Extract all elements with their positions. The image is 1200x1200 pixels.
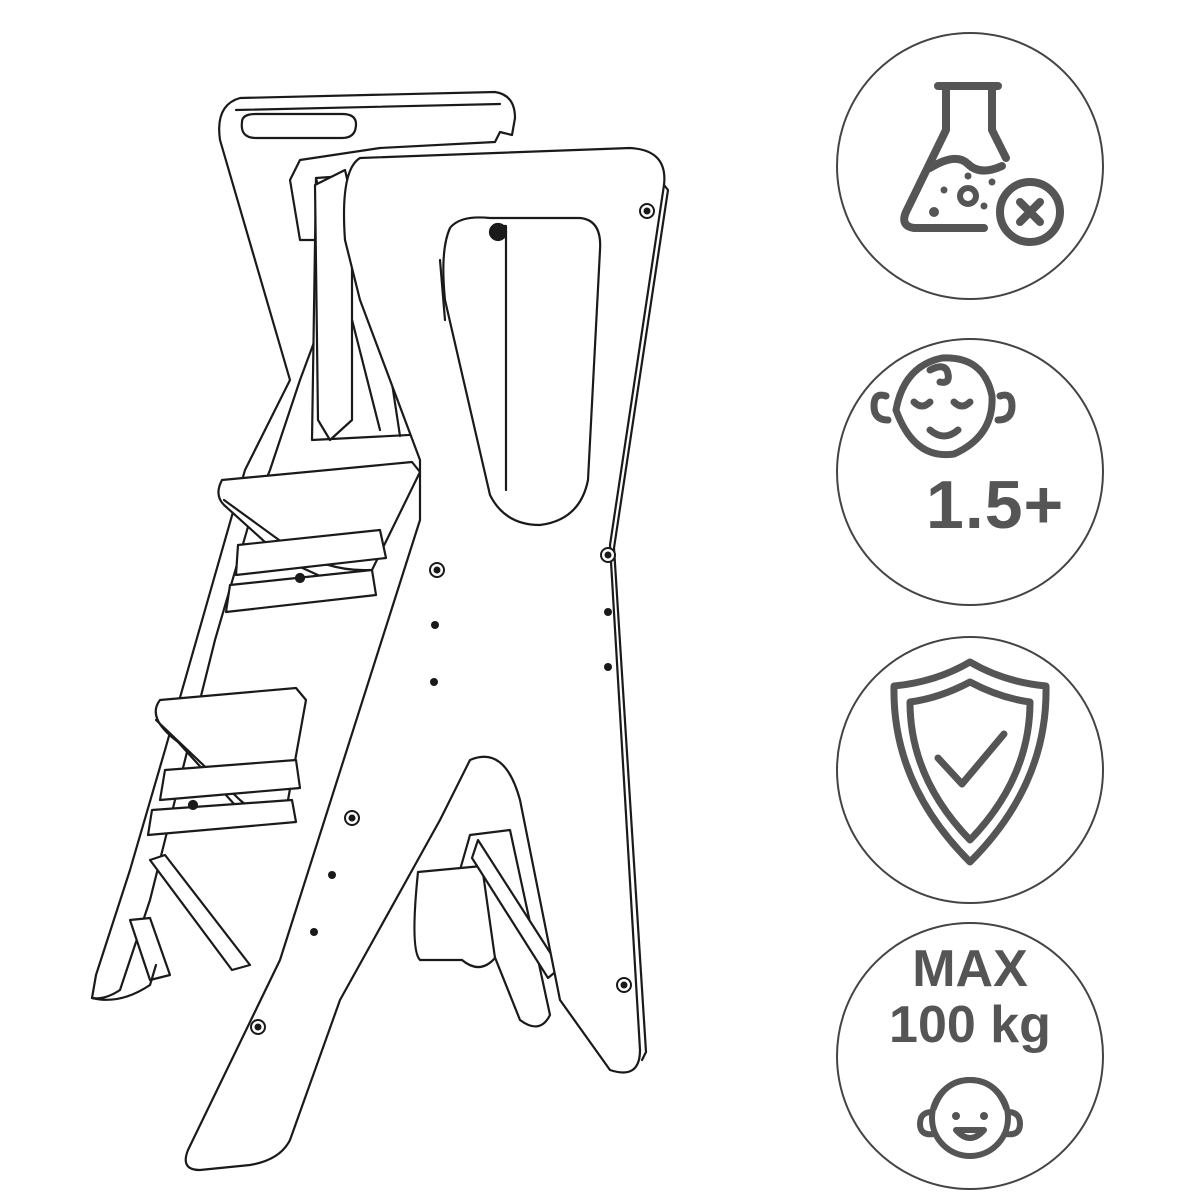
age-badge: 1.5+ — [834, 336, 1106, 608]
front-window — [442, 216, 602, 527]
max-label: MAX — [912, 940, 1028, 998]
back-frame-panel — [90, 90, 517, 1000]
shield-check-icon — [836, 636, 1104, 904]
flask-crossed-icon — [836, 32, 1104, 300]
learning-tower-drawing — [90, 90, 670, 1172]
safety-badge — [834, 634, 1106, 906]
age-label: 1.5+ — [926, 467, 1065, 543]
load-value: 100 kg — [889, 996, 1051, 1054]
baby-face-icon — [836, 338, 1104, 606]
child-face-icon — [836, 922, 1104, 1190]
max-load-badge: MAX 100 kg — [834, 920, 1106, 1192]
back-handle-slot — [240, 112, 358, 140]
toxin-free-badge — [834, 30, 1106, 302]
